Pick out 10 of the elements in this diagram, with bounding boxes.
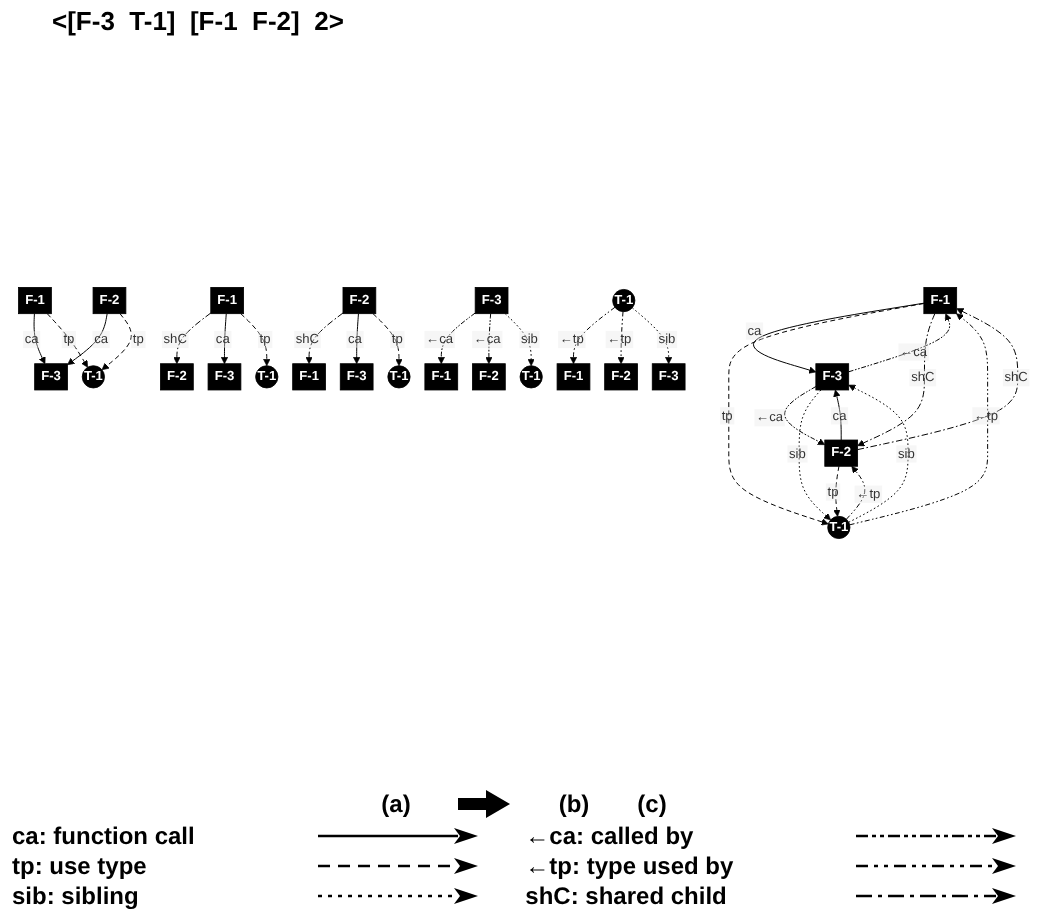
- legend-text: tp: use type: [12, 852, 149, 880]
- legend-text: ←ca: called by: [525, 822, 696, 850]
- legend-text: ca: function call: [12, 822, 197, 850]
- panel-label: (b): [558, 790, 590, 818]
- panel-label: (a): [381, 790, 411, 818]
- panel-label: (c): [637, 790, 667, 818]
- legend-text: ←tp: type used by: [525, 852, 736, 880]
- diagram-title: <[F-3 T-1] [F-1 F-2] 2>: [52, 6, 346, 36]
- legend-text: shC: shared child: [525, 882, 729, 910]
- legend-text: sib: sibling: [12, 882, 141, 910]
